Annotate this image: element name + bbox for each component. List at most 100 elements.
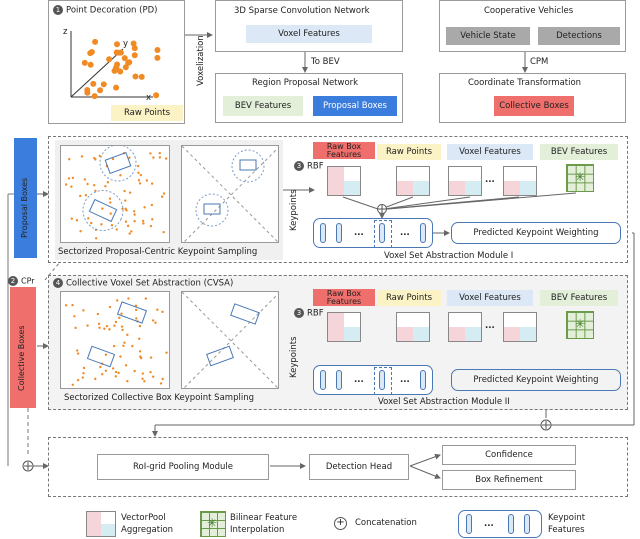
point (153, 92, 160, 99)
point (70, 185, 73, 188)
s1-raw-points-chip: Raw Points (377, 144, 441, 160)
s1-kp-1 (320, 223, 326, 243)
point (117, 371, 120, 375)
confidence-box: Confidence (442, 445, 576, 465)
point (133, 213, 136, 216)
point (134, 308, 138, 312)
point (141, 377, 144, 381)
point (91, 93, 98, 100)
point (149, 356, 153, 359)
legend-kp-2 (508, 514, 514, 534)
point (93, 183, 96, 187)
point (122, 344, 125, 348)
s1-vectorpool-raw-box (327, 166, 361, 196)
point (160, 195, 164, 198)
point (83, 178, 87, 181)
point (162, 192, 166, 195)
legend-bilinear-mark: ✳ (207, 516, 218, 530)
axis-z-label: z (63, 27, 68, 37)
point (94, 377, 97, 381)
rpn-bev-features-chip: BEV Features (223, 96, 303, 116)
proposal-scatter (64, 146, 168, 240)
y-axis-line (70, 48, 124, 98)
point (123, 189, 126, 193)
point (71, 383, 74, 387)
bounding-box (116, 301, 148, 324)
point (137, 164, 140, 168)
s2-voxel-features-chip: Voxel Features (447, 290, 533, 306)
point (67, 177, 71, 180)
proposal-sector-divided (181, 145, 279, 243)
point (161, 310, 164, 314)
point (165, 351, 168, 354)
s2-bilinear-mark: ✳ (575, 317, 586, 331)
point (70, 217, 73, 220)
s1-voxel-dots: ... (485, 175, 495, 185)
sector-divider (183, 147, 278, 242)
point (143, 380, 146, 383)
raw-points-chip: Raw Points (111, 105, 183, 121)
point (80, 155, 84, 158)
s2-vectorpool-voxel-a (448, 312, 482, 342)
s2-bev-features-chip: BEV Features (540, 290, 618, 306)
s2-vectorpool-raw-points (396, 312, 430, 342)
point (130, 40, 137, 47)
point (71, 303, 74, 307)
legend-vectorpool-label: VectorPool Aggregation (121, 513, 174, 535)
bounding-box (104, 152, 132, 174)
point (114, 41, 121, 48)
point (126, 380, 129, 383)
point (152, 375, 155, 378)
point (101, 373, 104, 376)
section-1-sampling-caption: Sectorized Proposal-Centric Keypoint Sam… (58, 247, 258, 257)
point (131, 52, 138, 59)
collective-boxes-bar-label: Collective Boxes (17, 325, 26, 391)
point (138, 182, 142, 185)
legend-keypoint-label: Keypoint Features (548, 513, 586, 535)
point (156, 308, 159, 311)
s2-kp-3 (379, 370, 385, 390)
s1-kp-dots-b: ... (400, 228, 410, 238)
point (82, 309, 85, 312)
point (126, 59, 133, 66)
point (132, 73, 139, 80)
detections-chip: Detections (538, 27, 620, 45)
point (87, 61, 94, 68)
s2-vectorpool-raw-box (327, 312, 361, 342)
s1-voxel-features-chip: Voxel Features (447, 144, 533, 160)
point (151, 218, 154, 221)
s2-vectorpool-voxel-b (503, 312, 537, 342)
rpn-proposal-boxes-chip: Proposal Boxes (313, 96, 397, 116)
collective-sector-divided (181, 291, 279, 389)
coord-title: Coordinate Transformation (468, 78, 582, 88)
bounding-box (88, 198, 118, 223)
section-2-keypoints-label: Keypoints (289, 336, 299, 378)
legend-bilinear-icon: ✳ (200, 511, 226, 537)
point (111, 157, 115, 161)
box-group (86, 345, 116, 368)
point (112, 344, 116, 348)
s1-vectorpool-voxel-b (503, 166, 537, 196)
point (90, 221, 93, 225)
point (97, 322, 101, 326)
point (82, 366, 86, 370)
sector-divider (182, 146, 278, 242)
point (97, 87, 104, 94)
point (114, 370, 118, 374)
s2-predicted-weighting: Predicted Keypoint Weighting (451, 369, 621, 391)
coord-transform-panel: Coordinate Transformation Collective Box… (439, 73, 626, 123)
point (159, 382, 163, 385)
collective-boxes-bar: Collective Boxes (10, 287, 36, 408)
step-badge: 1 (53, 5, 63, 15)
s2-kp-highlight (374, 367, 392, 395)
vehicle-state-chip: Vehicle State (446, 27, 530, 45)
point (131, 344, 134, 348)
point (140, 356, 143, 360)
collective-sector-plot (60, 291, 170, 389)
point (133, 220, 136, 223)
detection-head-box: Detection Head (309, 454, 409, 480)
point (133, 210, 136, 213)
s1-kp-dots-a: ... (354, 228, 364, 238)
proposal-boxes-bar: Proposal Boxes (14, 138, 37, 258)
